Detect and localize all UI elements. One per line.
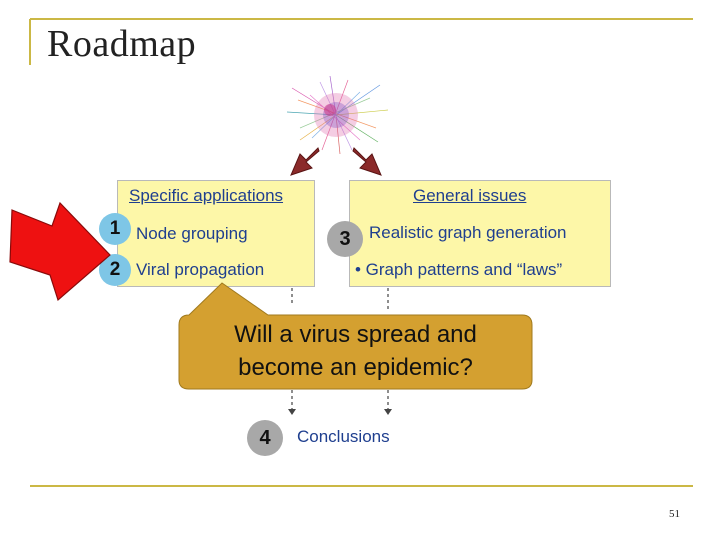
node-grouping-label: Node grouping [136, 224, 248, 243]
red-pointer-arrow [9, 201, 111, 302]
step-3-badge: 3 [327, 221, 363, 257]
arrowhead-right [384, 409, 392, 415]
callout-line-2: become an epidemic? [238, 354, 473, 381]
graph-patterns-label: • Graph patterns and “laws” [355, 260, 563, 279]
arrow-to-right-box [352, 147, 382, 176]
specific-applications-box: Specific applications Node grouping Vira… [117, 180, 315, 287]
arrowhead-left [288, 409, 296, 415]
step-4-badge: 4 [247, 420, 283, 456]
page-number: 51 [669, 508, 680, 520]
viral-propagation-label: Viral propagation [136, 260, 265, 279]
network-graph-image [279, 72, 393, 158]
conclusions-label: Conclusions [297, 427, 390, 446]
callout-text: Will a virus spread and become an epidem… [179, 318, 532, 384]
step-1-badge: 1 [99, 213, 131, 245]
arrow-to-left-box [290, 147, 320, 176]
specific-applications-heading: Specific applications [129, 186, 284, 205]
general-issues-heading: General issues [413, 186, 527, 205]
epidemic-callout [178, 282, 533, 390]
slide-title: Roadmap [47, 23, 197, 65]
realistic-graph-generation-label: Realistic graph generation [369, 223, 567, 242]
callout-line-1: Will a virus spread and [234, 321, 477, 348]
general-issues-box: General issues Realistic graph generatio… [349, 180, 611, 287]
